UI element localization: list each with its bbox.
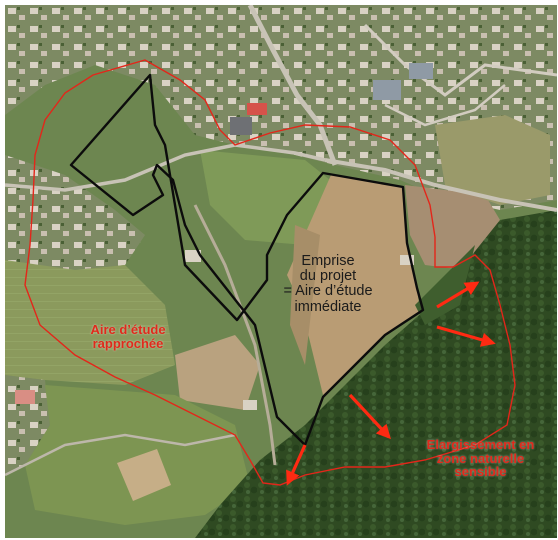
- project-label: Emprise du projet = Aire d’étude immédia…: [253, 253, 403, 315]
- project-label-line: du projet: [299, 268, 357, 285]
- approach-area-label-line: Aire d’étude: [90, 322, 166, 337]
- building: [409, 63, 433, 79]
- widening-label-line: sensible: [454, 464, 507, 480]
- road-south-west: [5, 433, 236, 477]
- project-field-stripe: [290, 225, 320, 365]
- approach-area-label-line: rapprochée: [92, 335, 164, 351]
- approach-area-outline: [24, 59, 516, 486]
- road-village-loop: [384, 84, 506, 127]
- project-field: [287, 175, 420, 395]
- project-label-line: = Aire d’étude: [283, 283, 373, 300]
- aerial-map: Emprise du projet = Aire d’étude immédia…: [5, 5, 557, 538]
- arrow: [286, 444, 307, 486]
- arrow: [348, 393, 391, 440]
- building: [247, 103, 267, 115]
- building: [400, 255, 414, 265]
- arrow: [436, 325, 496, 347]
- road-main: [247, 5, 338, 166]
- project-label-line: immédiate: [294, 298, 362, 315]
- road-west: [5, 143, 326, 192]
- building: [15, 390, 35, 404]
- village-north: [5, 5, 557, 210]
- field-north-central: [200, 150, 330, 245]
- project-label-line: Emprise: [301, 253, 355, 269]
- approach-area-label: Aire d’étude rapprochée: [53, 323, 203, 350]
- building: [185, 250, 201, 262]
- road-east: [324, 158, 557, 212]
- building: [230, 117, 252, 135]
- project-outline: [69, 73, 425, 447]
- building: [373, 80, 401, 100]
- widening-label: Elargissement en zone naturelle sensible: [393, 438, 557, 479]
- field-square: [117, 449, 171, 501]
- field-north-east: [435, 115, 550, 205]
- field-east: [405, 185, 500, 270]
- field-west-strip: [175, 335, 260, 410]
- fields-west: [5, 260, 175, 385]
- widening-label-line: Elargissement en: [426, 437, 535, 452]
- forest-edge-strip: [415, 245, 475, 325]
- village-west: [5, 155, 145, 270]
- road-village-north: [363, 23, 557, 97]
- track-central: [193, 204, 277, 466]
- aerial-map-canvas: [5, 5, 557, 538]
- building: [243, 400, 257, 410]
- widening-label-line: zone naturelle: [436, 450, 525, 466]
- field-south-west: [25, 385, 250, 525]
- arrow: [436, 281, 480, 309]
